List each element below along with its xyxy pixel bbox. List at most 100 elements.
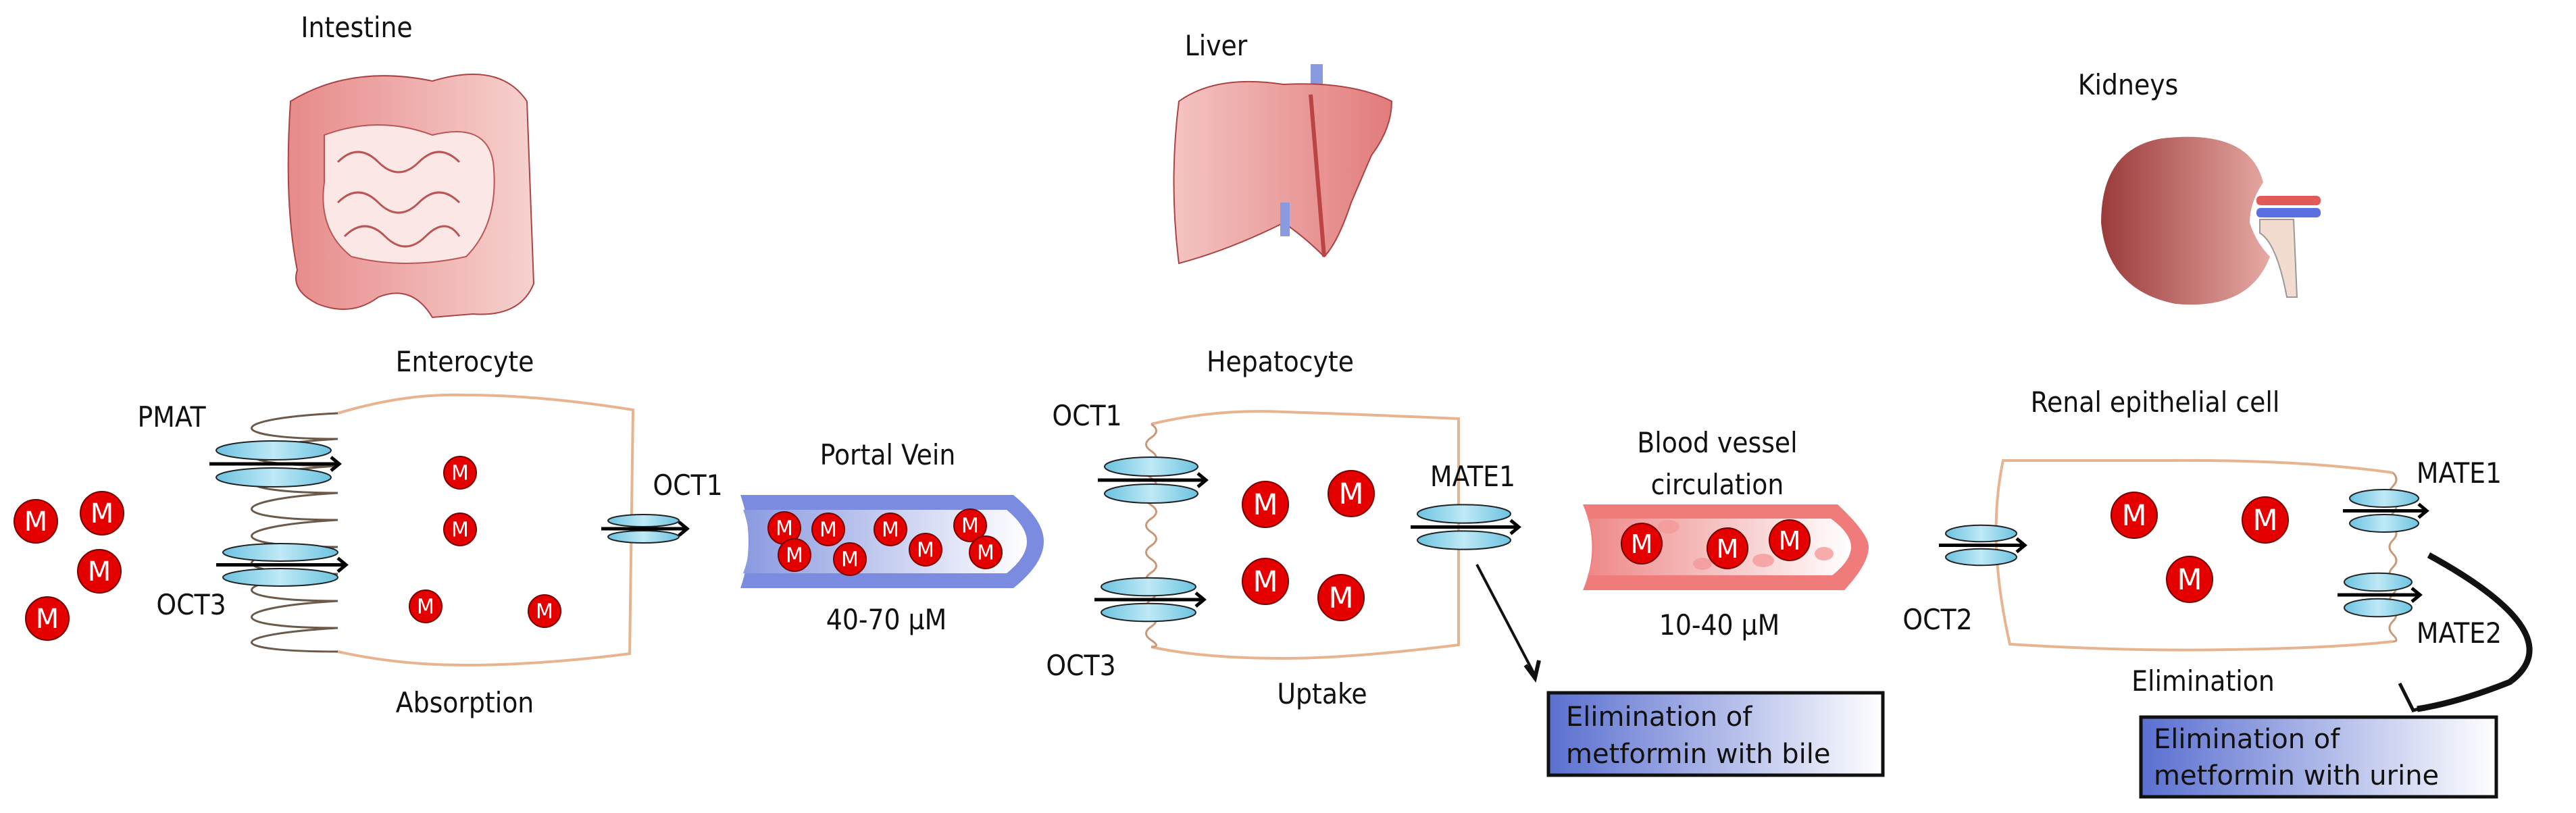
liver-illustration bbox=[1173, 64, 1393, 265]
metformin-molecule: M bbox=[1242, 481, 1289, 528]
molecule-label: M bbox=[1717, 534, 1739, 564]
molecule-circle bbox=[2242, 496, 2289, 544]
transport-arrow-icon bbox=[1098, 472, 1209, 488]
molecule-label: M bbox=[1328, 581, 1353, 615]
metformin-molecule: M bbox=[811, 513, 845, 546]
renal-epithelial-cell bbox=[1994, 458, 2398, 652]
metformin-molecule: M bbox=[1621, 523, 1663, 565]
oct3-liver-transporter bbox=[1094, 577, 1207, 623]
transport-arrow-icon bbox=[601, 521, 690, 537]
transporter-subunit bbox=[1945, 548, 2017, 567]
transporter-subunit bbox=[222, 543, 338, 562]
metformin-molecule: M bbox=[528, 594, 561, 628]
molecule-circle bbox=[77, 549, 122, 594]
molecule-circle bbox=[2166, 556, 2213, 603]
metformin-molecule: M bbox=[77, 549, 122, 594]
pmat-transporter bbox=[209, 440, 342, 488]
transport-arrow-icon bbox=[2338, 587, 2423, 603]
oct1-liver-transporter bbox=[1098, 456, 1209, 504]
metformin-molecule: M bbox=[833, 542, 867, 576]
metformin-molecule: M bbox=[778, 538, 811, 572]
mate1-liver-label: MATE1 bbox=[1430, 460, 1515, 493]
metformin-molecule: M bbox=[953, 508, 987, 542]
molecule-circle bbox=[909, 533, 942, 567]
molecule-label: M bbox=[786, 544, 803, 568]
blood-vessel-label-line1: Blood vessel bbox=[1637, 426, 1797, 459]
oct3-liver-label: OCT3 bbox=[1046, 649, 1115, 682]
bile-elimination-box: Elimination of metformin with bile bbox=[1546, 691, 1885, 777]
renal-epithelial-cell-label: Renal epithelial cell bbox=[2031, 386, 2280, 419]
metformin-molecule: M bbox=[1242, 558, 1289, 605]
oct3-intestine-transporter bbox=[216, 543, 349, 587]
transporter-subunit bbox=[1101, 577, 1196, 597]
mate2-label: MATE2 bbox=[2417, 617, 2502, 650]
molecule-label: M bbox=[961, 515, 979, 538]
kidney-illustration bbox=[2101, 136, 2321, 305]
transporter-subunit bbox=[1104, 456, 1198, 477]
absorption-label: Absorption bbox=[396, 686, 534, 719]
transporter-subunit bbox=[2349, 514, 2419, 533]
molecule-label: M bbox=[1779, 526, 1801, 556]
molecule-label: M bbox=[417, 596, 434, 619]
oct1-intestine-transporter bbox=[601, 514, 690, 544]
molecule-label: M bbox=[882, 519, 899, 542]
molecule-circle bbox=[409, 589, 443, 623]
molecule-circle bbox=[2111, 492, 2158, 539]
mate1-liver-transporter bbox=[1411, 504, 1521, 550]
intestine-illustration bbox=[287, 74, 535, 319]
metformin-molecule: M bbox=[2242, 496, 2289, 544]
enterocyte-cell bbox=[251, 393, 635, 667]
metformin-molecule: M bbox=[1328, 470, 1375, 517]
metformin-molecule: M bbox=[767, 511, 801, 545]
molecule-label: M bbox=[819, 519, 837, 542]
hepatocyte-label: Hepatocyte bbox=[1207, 345, 1354, 378]
transporter-subunit bbox=[216, 440, 332, 461]
transporter-subunit bbox=[2349, 489, 2419, 508]
oct2-label: OCT2 bbox=[1902, 603, 1972, 636]
portal-vein-concentration: 40-70 µM bbox=[826, 603, 946, 636]
metformin-molecule: M bbox=[1317, 574, 1365, 621]
molecule-circle bbox=[528, 594, 561, 628]
portal-vein-label: Portal Vein bbox=[820, 438, 956, 471]
transporter-subunit bbox=[1101, 602, 1196, 623]
molecule-circle bbox=[1621, 523, 1663, 565]
blood-vessel-label-line2: circulation bbox=[1651, 468, 1784, 501]
mate1-kidney-transporter bbox=[2343, 489, 2429, 533]
molecule-circle bbox=[1317, 574, 1365, 621]
molecule-circle bbox=[14, 499, 58, 544]
bile-arrow bbox=[1475, 564, 1541, 683]
transport-arrow-icon bbox=[2343, 502, 2429, 519]
transporters bbox=[209, 440, 2429, 623]
transporter-subunit bbox=[607, 514, 680, 527]
liver-label: Liver bbox=[1185, 29, 1248, 62]
transporter-subunit bbox=[1945, 524, 2017, 543]
urine-box-line1: Elimination of bbox=[2154, 724, 2340, 755]
molecule-label: M bbox=[1253, 565, 1278, 599]
bile-box-line2: metformin with bile bbox=[1566, 739, 1831, 770]
metformin-molecule: M bbox=[2111, 492, 2158, 539]
metformin-molecule: M bbox=[409, 589, 443, 623]
urine-elimination-box: Elimination of metformin with urine bbox=[2139, 715, 2498, 799]
transport-arrow-icon bbox=[1411, 519, 1521, 535]
oct1-liver-label: OCT1 bbox=[1052, 399, 1121, 432]
metformin-molecule: M bbox=[443, 513, 477, 546]
transporter-subunit bbox=[2344, 598, 2413, 618]
molecule-label: M bbox=[24, 506, 48, 537]
molecule-label: M bbox=[91, 498, 114, 529]
kidneys-label: Kidneys bbox=[2078, 68, 2179, 101]
metformin-molecule: M bbox=[909, 533, 942, 567]
transporter-subunit bbox=[607, 530, 680, 544]
oct3-intestine-label: OCT3 bbox=[156, 588, 226, 621]
molecule-label: M bbox=[917, 539, 934, 562]
molecule-label: M bbox=[451, 462, 469, 486]
molecule-label: M bbox=[536, 600, 553, 624]
molecule-label: M bbox=[36, 604, 59, 635]
transport-arrow-icon bbox=[216, 556, 349, 573]
bile-box-line1: Elimination of bbox=[1566, 702, 1752, 733]
transporter-subunit bbox=[1417, 530, 1511, 550]
molecule-circle bbox=[443, 456, 477, 490]
molecule-circle bbox=[25, 596, 70, 641]
metformin-molecule: M bbox=[2166, 556, 2213, 603]
